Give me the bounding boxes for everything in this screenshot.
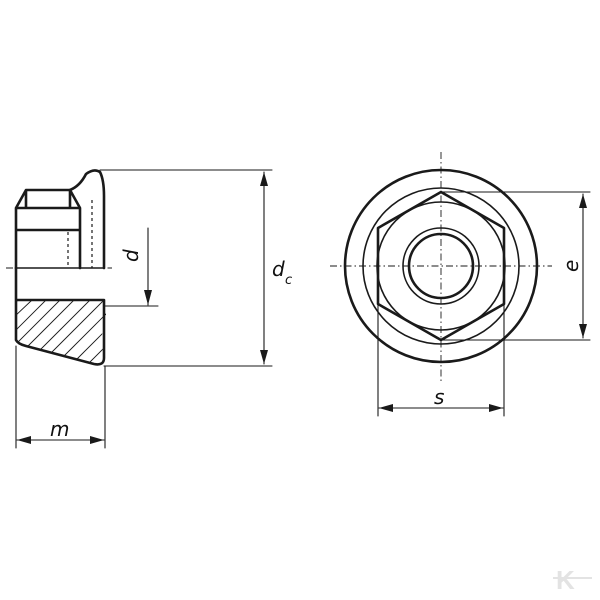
m-arrow-right (90, 436, 104, 444)
dc-arrow-top (260, 172, 268, 186)
svg-text:K: K (556, 565, 575, 595)
top-view: e s (330, 152, 591, 417)
label-flange-diameter: d c (272, 257, 292, 288)
m-arrow-left (17, 436, 31, 444)
watermark-logo: K (552, 565, 592, 595)
e-arrow-top (579, 194, 587, 208)
dc-arrow-bottom (260, 350, 268, 364)
thread-hidden-lines (67, 200, 93, 268)
svg-text:c: c (285, 273, 292, 288)
section-hatching (16, 300, 106, 365)
svg-text:d: d (272, 257, 285, 281)
label-across-corners: e (559, 260, 583, 272)
flange-upper-profile (68, 169, 106, 270)
label-height: m (50, 417, 69, 441)
e-arrow-bottom (579, 324, 587, 338)
label-across-flats: s (434, 385, 444, 409)
hex-body-outline (14, 188, 82, 270)
side-view: d d c m (6, 169, 292, 449)
label-thread-diameter: d (119, 249, 143, 262)
s-arrow-right (489, 404, 503, 412)
d-arrow (144, 290, 152, 305)
s-arrow-left (379, 404, 393, 412)
